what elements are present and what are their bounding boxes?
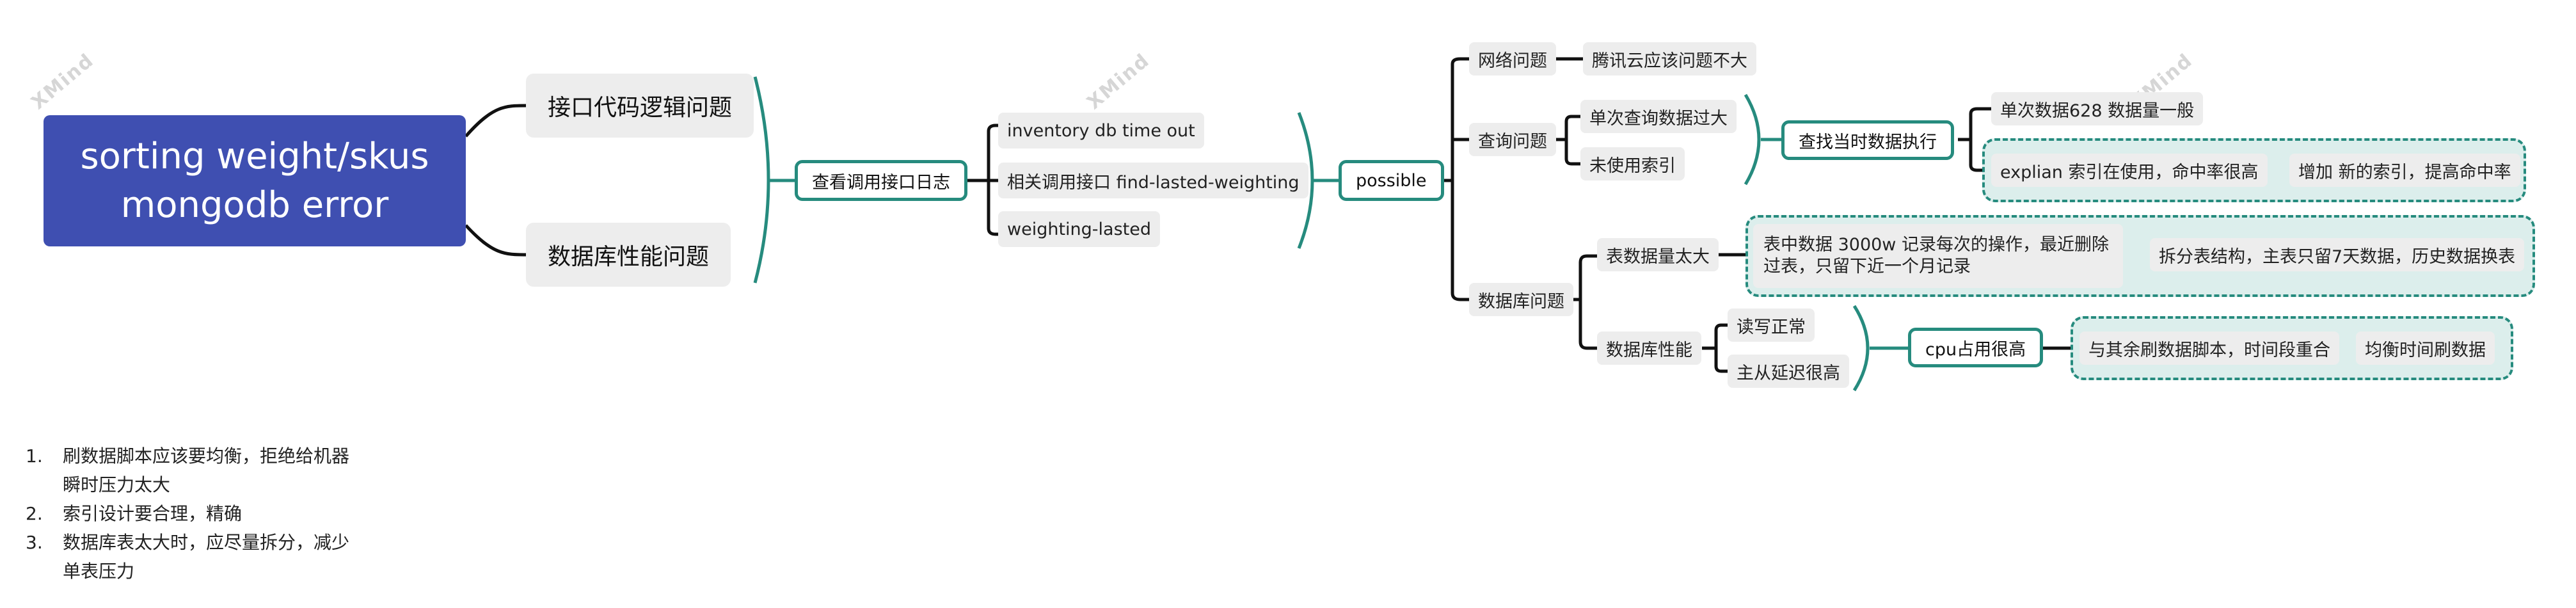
main-topic-label: 数据库性能问题 <box>548 244 710 270</box>
single-data-label: 单次数据628 数据量一般 <box>2000 100 2195 121</box>
category-label: 数据库问题 <box>1478 291 1564 312</box>
db-item-label: 数据库性能 <box>1606 340 1692 360</box>
table-fix[interactable]: 拆分表结构，主表只留7天数据，历史数据换表 <box>2150 238 2525 271</box>
main-topic-label: 接口代码逻辑问题 <box>548 95 733 121</box>
cpu-label: cpu占用很高 <box>1925 339 2026 360</box>
log-check-label: 查看调用接口日志 <box>812 172 950 193</box>
cpu-fix-label: 均衡时间刷数据 <box>2365 340 2486 360</box>
root-title: sorting weight/skus mongodb error <box>80 135 429 226</box>
query-item[interactable]: 单次查询数据过大 <box>1580 100 1737 133</box>
db-item-table-size[interactable]: 表数据量太大 <box>1597 238 1719 271</box>
db-item-label: 表数据量太大 <box>1606 246 1710 267</box>
explain-label: explian 索引在使用，命中率很高 <box>2000 162 2259 182</box>
log-item-label: weighting-lasted <box>1007 219 1151 239</box>
log-item[interactable]: 相关调用接口 find-lasted-weighting <box>998 163 1308 198</box>
notes-list: 1. 刷数据脚本应该要均衡，拒绝给机器瞬时压力太大 2. 索引设计要合理，精确 … <box>26 442 363 586</box>
root-topic[interactable]: sorting weight/skus mongodb error <box>44 115 466 246</box>
note-text: 索引设计要合理，精确 <box>63 503 242 524</box>
category-network[interactable]: 网络问题 <box>1469 42 1556 76</box>
explain-result[interactable]: explian 索引在使用，命中率很高 <box>1991 154 2268 187</box>
category-query[interactable]: 查询问题 <box>1469 123 1556 156</box>
main-topic-code-logic[interactable]: 接口代码逻辑问题 <box>526 74 754 138</box>
network-leaf[interactable]: 腾讯云应该问题不大 <box>1583 42 1756 76</box>
network-leaf-label: 腾讯云应该问题不大 <box>1592 51 1747 71</box>
main-topic-db-performance[interactable]: 数据库性能问题 <box>526 223 731 287</box>
note-number: 2. <box>26 503 43 524</box>
db-item-performance[interactable]: 数据库性能 <box>1597 332 1701 365</box>
note-item: 3. 数据库表太大时，应尽量拆分，减少单表压力 <box>26 528 363 586</box>
log-item[interactable]: weighting-lasted <box>998 211 1160 247</box>
note-item: 2. 索引设计要合理，精确 <box>26 499 363 528</box>
log-item[interactable]: inventory db time out <box>998 113 1204 148</box>
query-check-label: 查找当时数据执行 <box>1799 132 1937 152</box>
note-text: 数据库表太大时，应尽量拆分，减少单表压力 <box>63 532 350 582</box>
table-detail[interactable]: 表中数据 3000w 记录每次的操作，最近删除过表，只留下近一个月记录 <box>1753 224 2123 288</box>
perf-item[interactable]: 主从延迟很高 <box>1728 355 1849 388</box>
perf-item-label: 主从延迟很高 <box>1737 363 1840 383</box>
table-fix-label: 拆分表结构，主表只留7天数据，历史数据换表 <box>2159 246 2516 267</box>
note-item: 1. 刷数据脚本应该要均衡，拒绝给机器瞬时压力太大 <box>26 442 363 499</box>
category-label: 查询问题 <box>1478 131 1547 152</box>
category-label: 网络问题 <box>1478 51 1547 71</box>
note-number: 3. <box>26 532 43 553</box>
cpu-cause-label: 与其余刷数据脚本，时间段重合 <box>2088 340 2330 360</box>
category-database[interactable]: 数据库问题 <box>1469 283 1573 316</box>
query-check-node[interactable]: 查找当时数据执行 <box>1781 120 1954 160</box>
perf-item-label: 读写正常 <box>1737 317 1806 337</box>
query-item[interactable]: 未使用索引 <box>1580 147 1685 180</box>
single-data-result[interactable]: 单次数据628 数据量一般 <box>1991 92 2204 125</box>
cpu-fix[interactable]: 均衡时间刷数据 <box>2356 332 2495 365</box>
note-number: 1. <box>26 445 43 467</box>
possible-node[interactable]: possible <box>1339 160 1444 201</box>
add-index-label: 增加 新的索引，提高命中率 <box>2298 162 2511 182</box>
perf-item[interactable]: 读写正常 <box>1728 308 1815 342</box>
log-check-node[interactable]: 查看调用接口日志 <box>795 160 967 201</box>
table-detail-text: 表中数据 3000w 记录每次的操作，最近删除过表，只留下近一个月记录 <box>1763 235 2109 276</box>
add-index-result[interactable]: 增加 新的索引，提高命中率 <box>2289 154 2520 187</box>
note-text: 刷数据脚本应该要均衡，拒绝给机器瞬时压力太大 <box>63 445 350 495</box>
log-item-label: 相关调用接口 find-lasted-weighting <box>1007 172 1300 193</box>
possible-label: possible <box>1356 170 1427 191</box>
query-item-label: 单次查询数据过大 <box>1589 108 1728 129</box>
cpu-node[interactable]: cpu占用很高 <box>1908 328 2044 367</box>
cpu-cause[interactable]: 与其余刷数据脚本，时间段重合 <box>2079 332 2339 365</box>
log-item-label: inventory db time out <box>1007 120 1195 141</box>
query-item-label: 未使用索引 <box>1589 156 1676 176</box>
